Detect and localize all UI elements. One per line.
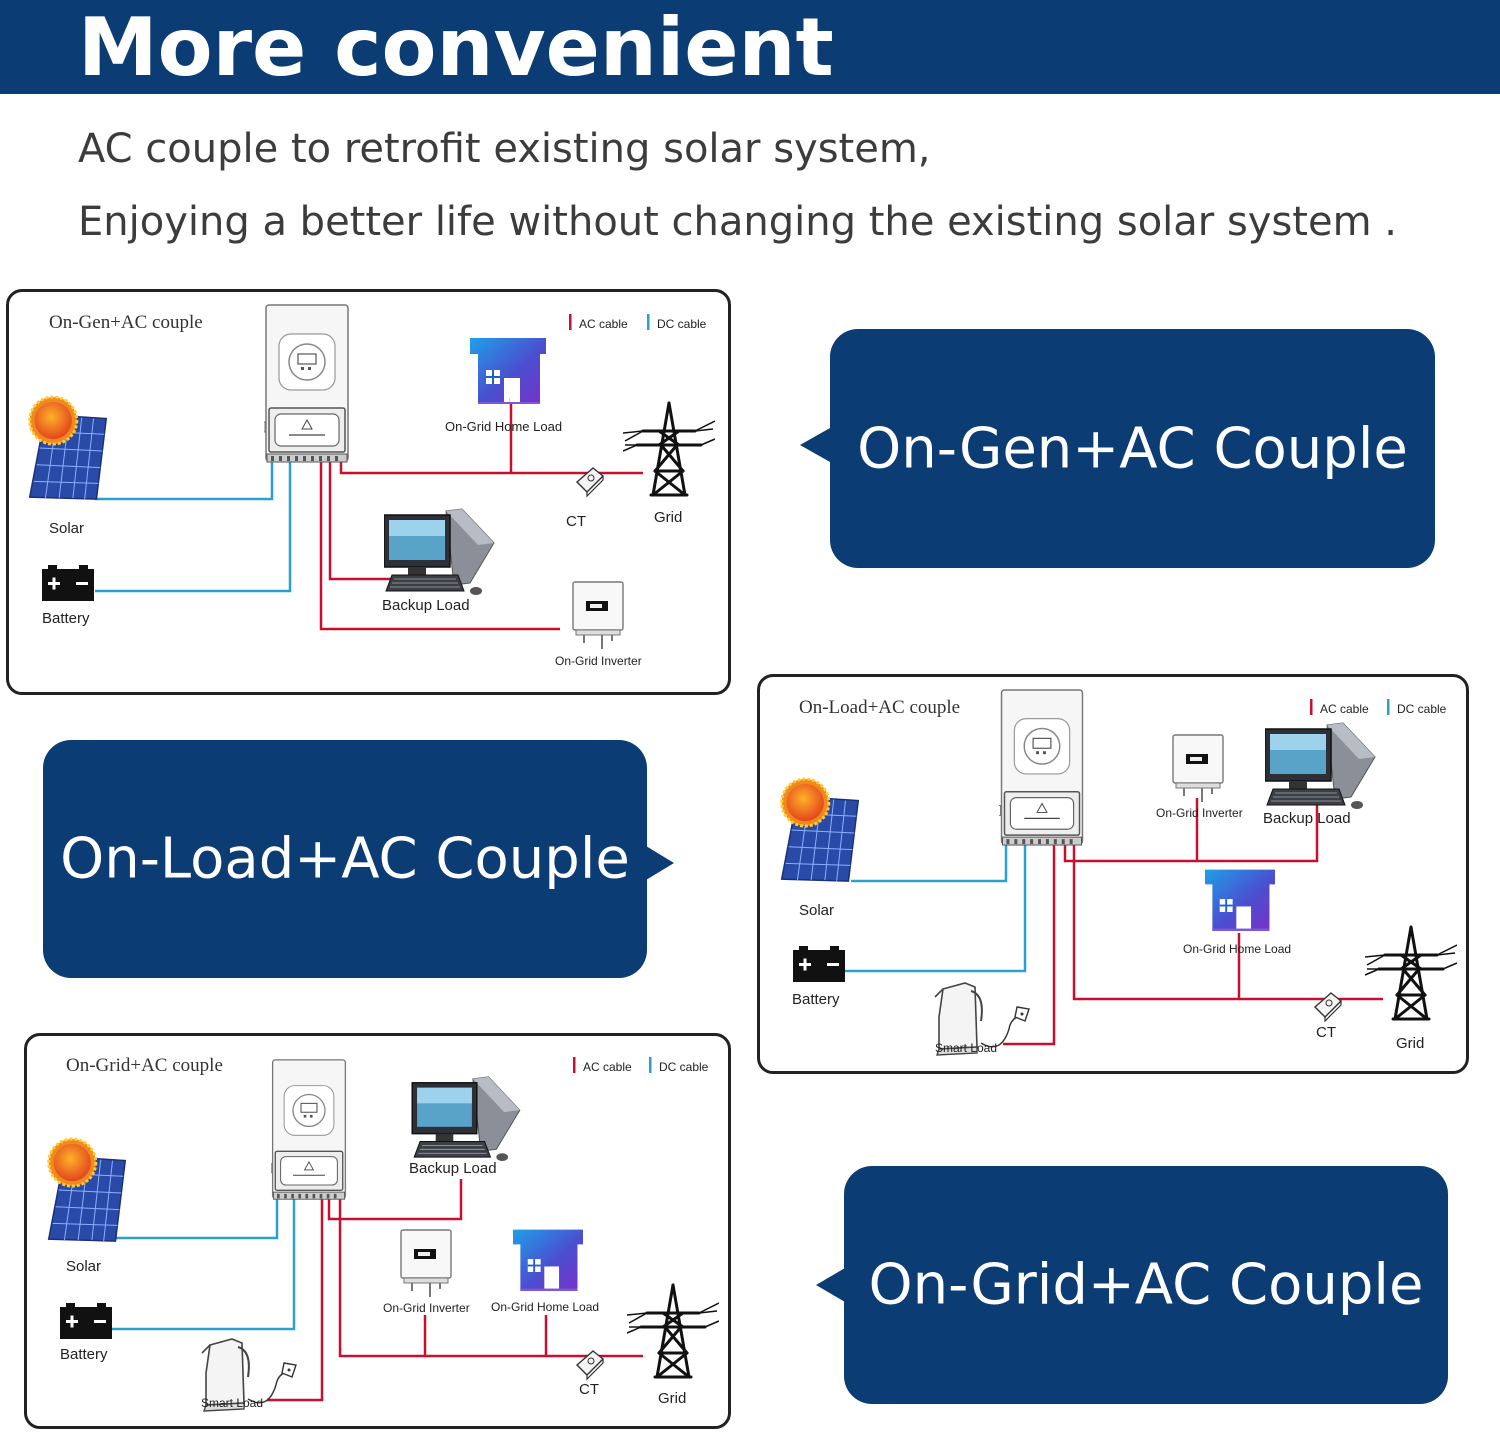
dc-wire-solar [95, 455, 274, 501]
backup-load-icon [384, 508, 495, 596]
mode-pill-on-grid: On-Grid+AC Couple [844, 1166, 1448, 1404]
dc-wire-battery [95, 455, 292, 593]
legend-ac-label: AC cable [1320, 702, 1369, 716]
dc-wire-battery [107, 1196, 296, 1331]
diagram-card-on-load: AC cable DC cable On-Load+AC couple Sola… [757, 674, 1469, 1074]
diagram-on-gen: AC cable DC cable On-Gen+AC couple Solar… [28, 304, 715, 668]
ct-label: CT [579, 1381, 599, 1398]
solar-label: Solar [799, 902, 834, 919]
backup-label: Backup Load [409, 1160, 497, 1177]
legend-ac-swatch [1310, 699, 1313, 715]
hybrid-inverter-icon [271, 1059, 347, 1200]
ct-label: CT [566, 513, 586, 530]
diagram-card-on-grid: AC cable DC cable On-Grid+AC couple Sola… [24, 1033, 731, 1429]
ongrid-inverter-label: On-Grid Inverter [555, 654, 642, 668]
mode-pill-label: On-Load+AC Couple [60, 826, 630, 892]
ac-wire-smart-load [1003, 839, 1056, 1046]
legend-dc-swatch [1387, 699, 1390, 715]
diagram-title: On-Grid+AC couple [66, 1055, 223, 1076]
battery-label: Battery [42, 610, 90, 627]
solar-panel-icon [47, 1137, 126, 1243]
diagram-title: On-Load+AC couple [799, 697, 960, 718]
hybrid-inverter-icon [999, 689, 1084, 846]
legend-ac-swatch [569, 314, 572, 330]
smart-load-label: Smart Load [935, 1041, 997, 1055]
grid-tower-icon [627, 1283, 719, 1379]
backup-label: Backup Load [1263, 810, 1351, 827]
legend-ac-swatch [573, 1057, 576, 1073]
ongrid-inverter-icon [1172, 734, 1224, 803]
header-banner: More convenient [0, 0, 1500, 94]
diagram-on-grid: AC cable DC cable On-Grid+AC couple Sola… [47, 1055, 719, 1412]
legend-dc-swatch [649, 1057, 652, 1073]
battery-icon [42, 565, 94, 601]
ongrid-inverter-label: On-Grid Inverter [1156, 806, 1243, 820]
home-icon [470, 338, 546, 404]
dc-wire-solar [851, 839, 1008, 883]
home-icon [513, 1229, 583, 1291]
ac-wire-grid [339, 455, 643, 475]
grid-tower-icon [623, 401, 715, 497]
home-label: On-Grid Home Load [1183, 942, 1291, 956]
solar-panel-icon [28, 395, 107, 501]
ac-wire-ongrid-inverter [319, 455, 560, 631]
home-label: On-Grid Home Load [491, 1300, 599, 1314]
ac-wire-grid [1072, 839, 1383, 1001]
ct-label: CT [1316, 1024, 1336, 1041]
legend-dc-label: DC cable [1397, 702, 1447, 716]
diagram-card-on-gen: AC cable DC cable On-Gen+AC couple Solar… [6, 289, 731, 695]
backup-load-icon [1265, 722, 1376, 810]
ct-icon [1314, 992, 1342, 1022]
mode-pill-on-gen: On-Gen+AC Couple [830, 329, 1435, 568]
hybrid-inverter-icon [264, 304, 349, 463]
grid-label: Grid [1396, 1035, 1424, 1052]
solar-panel-icon [780, 777, 859, 883]
backup-label: Backup Load [382, 597, 470, 614]
pill-pointer-left [816, 1268, 845, 1302]
page-title: More convenient [78, 1, 834, 94]
mode-pill-label: On-Grid+AC Couple [868, 1252, 1424, 1318]
subtitle-line-1: AC couple to retrofit existing solar sys… [78, 126, 931, 172]
pill-pointer-right [646, 846, 674, 880]
solar-label: Solar [49, 520, 84, 537]
backup-load-icon [411, 1076, 521, 1162]
legend-ac-label: AC cable [583, 1060, 632, 1074]
ac-wire-backup [327, 1179, 463, 1221]
pill-pointer-left [800, 428, 830, 462]
ac-wire-backup [1063, 803, 1319, 863]
grid-label: Grid [658, 1390, 686, 1407]
ac-wire-grid [338, 1196, 643, 1358]
legend-dc-label: DC cable [657, 317, 707, 331]
ac-wire-smart-load [267, 1196, 324, 1402]
ongrid-inverter-label: On-Grid Inverter [383, 1301, 470, 1315]
battery-label: Battery [60, 1346, 108, 1363]
battery-icon [793, 946, 845, 982]
legend-dc-label: DC cable [659, 1060, 709, 1074]
battery-icon [60, 1303, 112, 1339]
home-label: On-Grid Home Load [445, 419, 562, 434]
legend-ac-label: AC cable [579, 317, 628, 331]
mode-pill-on-load: On-Load+AC Couple [43, 740, 647, 978]
grid-tower-icon [1365, 925, 1457, 1021]
solar-label: Solar [66, 1258, 101, 1275]
mode-pill-label: On-Gen+AC Couple [857, 416, 1408, 481]
subtitle-line-2: Enjoying a better life without changing … [78, 199, 1397, 245]
smart-load-label: Smart Load [201, 1396, 263, 1410]
ongrid-inverter-icon [572, 581, 624, 650]
dc-wire-battery [843, 839, 1027, 973]
battery-label: Battery [792, 991, 840, 1008]
diagram-title: On-Gen+AC couple [49, 312, 203, 333]
dc-wire-solar [113, 1196, 279, 1240]
home-icon [1205, 869, 1275, 931]
diagram-on-load: AC cable DC cable On-Load+AC couple Sola… [780, 689, 1457, 1056]
ac-wire-backup [328, 455, 393, 581]
ongrid-inverter-icon [400, 1229, 452, 1298]
legend-dc-swatch [647, 314, 650, 330]
grid-label: Grid [654, 509, 682, 526]
